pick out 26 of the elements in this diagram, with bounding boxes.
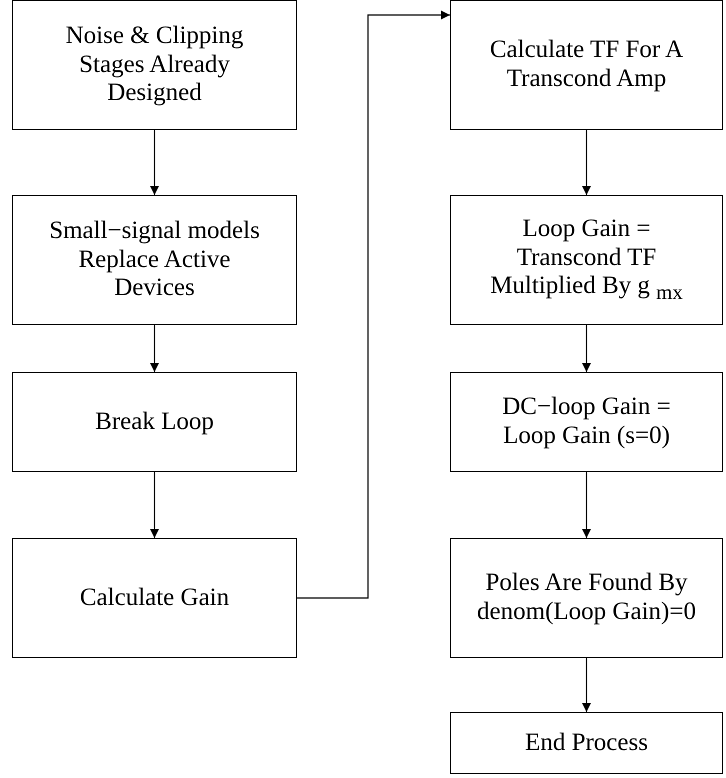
process-box: [12, 372, 297, 472]
step-text: Calculate TF For A Transcond Amp: [488, 36, 684, 94]
arrow: [150, 130, 159, 195]
process-box: [450, 372, 723, 472]
process-box: [450, 712, 723, 774]
step-text: Poles Are Found By denom(Loop Gain)=0: [476, 569, 697, 627]
arrow: [150, 472, 159, 538]
process-box: [450, 0, 723, 130]
step-text: Loop Gain = Transcond TF Multiplied By g $_{mx}$: [489, 214, 684, 306]
step-text: Break Loop: [95, 408, 214, 436]
arrow: [150, 325, 159, 372]
process-box: [450, 195, 723, 325]
step-text: Small−signal models Replace Active Devices: [48, 216, 261, 304]
process-box: [450, 538, 723, 658]
step-text: End Process: [525, 728, 648, 758]
process-box: [12, 0, 297, 130]
arrow: [582, 472, 591, 538]
arrow: [297, 10, 450, 599]
arrow: [582, 658, 591, 712]
arrow: [582, 325, 591, 372]
step-text: Noise & Clipping Stages Already Designed: [64, 22, 244, 108]
process-box: [12, 195, 297, 325]
step-text: DC−loop Gain = Loop Gain (s=0): [501, 393, 672, 451]
arrow: [582, 130, 591, 195]
step-text: Calculate Gain: [80, 584, 230, 612]
process-box: [12, 538, 297, 658]
